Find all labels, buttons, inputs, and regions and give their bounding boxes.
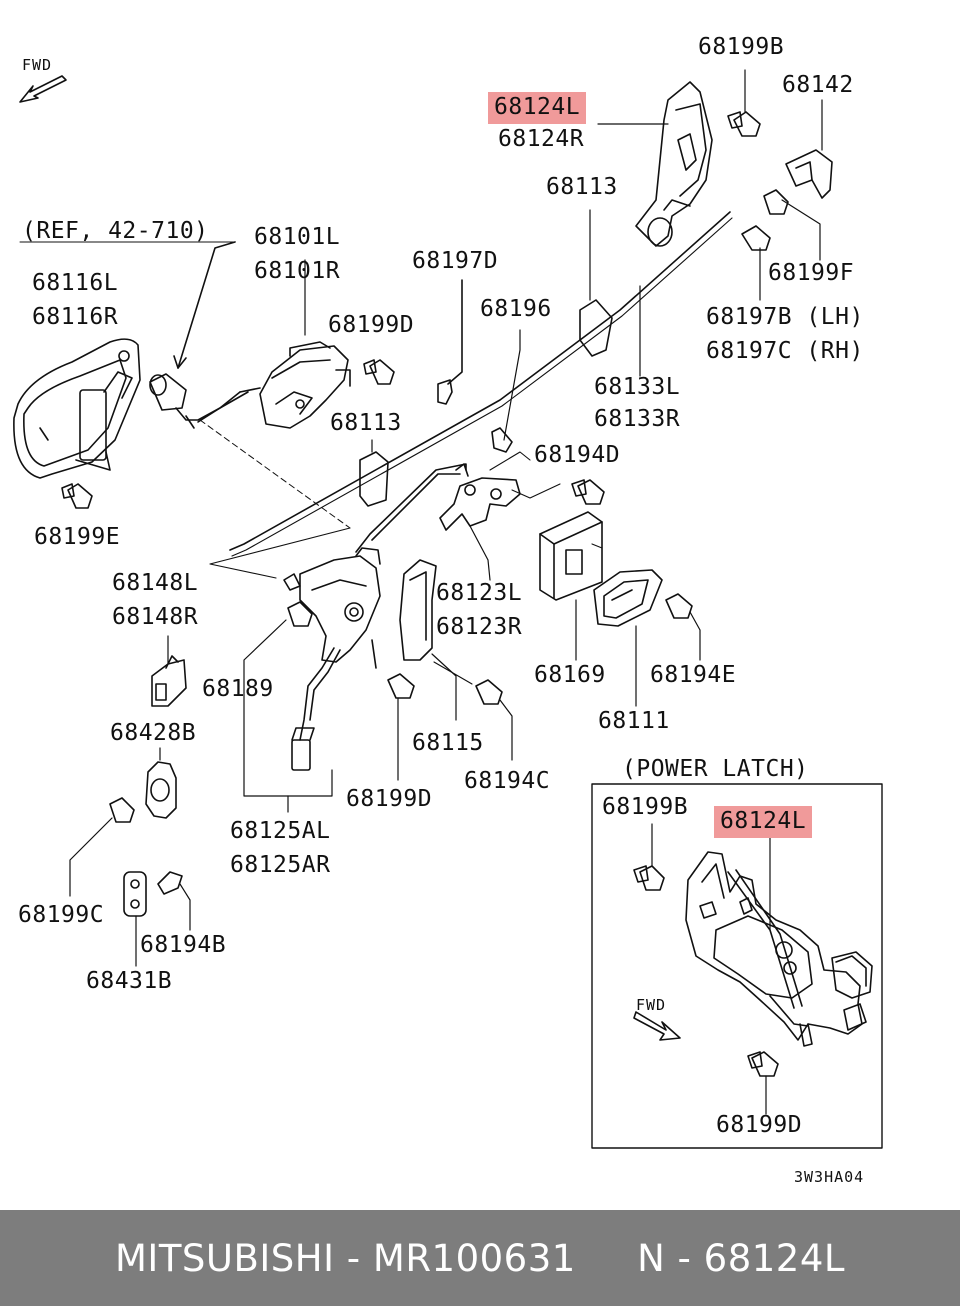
- bolt-68199B-top: [727, 69, 761, 137]
- parts-diagram: FWD 68199B 68142 68124L 68124R 68113 (RE…: [13, 34, 883, 1186]
- label-68197C: 68197C (RH): [706, 338, 864, 364]
- label-68199C: 68199C: [18, 902, 105, 928]
- handle-bracket-68101: [197, 341, 351, 429]
- switch-68148: [151, 635, 187, 707]
- label-68113-mid: 68113: [330, 410, 402, 436]
- bolt-68199C: [69, 797, 135, 897]
- label-68194E: 68194E: [650, 662, 737, 688]
- bracket-68115: [399, 559, 457, 721]
- label-68199B-top: 68199B: [698, 34, 785, 60]
- label-68194C: 68194C: [464, 768, 551, 794]
- label-68123L: 68123L: [436, 580, 523, 606]
- power-latch-68124L: [685, 851, 873, 1047]
- label-68142: 68142: [782, 72, 854, 98]
- diagram-code: 3W3HA04: [794, 1168, 865, 1186]
- bolt-68199B-inset: [633, 823, 665, 891]
- label-68194B: 68194B: [140, 932, 227, 958]
- part-number: MR100631: [372, 1236, 576, 1280]
- latch-body: [291, 547, 381, 771]
- bolt-68194D: [571, 479, 605, 505]
- cylinder-piece: [149, 373, 241, 429]
- label-68197D: 68197D: [412, 248, 499, 274]
- label-68125AL: 68125AL: [230, 818, 331, 844]
- bolt-68189: [243, 573, 333, 797]
- label-68148L: 68148L: [112, 570, 199, 596]
- label-68199D-b: 68199D: [346, 786, 433, 812]
- label-68125AR: 68125AR: [230, 852, 331, 878]
- label-68199E: 68199E: [34, 524, 121, 550]
- fwd-inset-label: FWD: [636, 996, 667, 1014]
- label-68116R: 68116R: [32, 304, 119, 330]
- ref-label: (REF, 42-710): [22, 218, 209, 244]
- striker-68142: [785, 99, 833, 199]
- label-68197B: 68197B (LH): [706, 304, 864, 330]
- bolt-68194C: [433, 661, 513, 761]
- footer-bar: MITSUBISHI - MR100631 N - 68124L: [0, 1210, 960, 1306]
- plate-68431B: [123, 871, 191, 967]
- escutcheon-68111: [591, 543, 663, 707]
- cover-68169: [539, 511, 603, 661]
- label-68169: 68169: [534, 662, 606, 688]
- label-68199D-inset: 68199D: [716, 1112, 803, 1138]
- outside-handle: [13, 338, 141, 479]
- label-68199D-a: 68199D: [328, 312, 415, 338]
- footer-caption: MITSUBISHI - MR100631 N - 68124L: [115, 1237, 845, 1280]
- inset-title: (POWER LATCH): [622, 756, 809, 782]
- inset-frame: [591, 783, 883, 1149]
- lever-68123: [439, 463, 521, 581]
- ref-part: 68124L: [703, 1236, 845, 1280]
- label-68194D: 68194D: [534, 442, 621, 468]
- brand: MITSUBISHI: [115, 1236, 335, 1280]
- label-68123R: 68123R: [436, 614, 523, 640]
- separator: -: [334, 1236, 373, 1280]
- label-68199B-inset: 68199B: [602, 794, 689, 820]
- bolt-68199D-a: [363, 359, 395, 385]
- clip-68113-mid: [359, 439, 389, 507]
- clip-68113-top: [579, 209, 613, 357]
- door-latch-68124-top: [635, 81, 713, 247]
- label-68196: 68196: [480, 296, 552, 322]
- label-68431B: 68431B: [86, 968, 173, 994]
- bolt-68199D-b: [387, 673, 415, 781]
- label-68116L: 68116L: [32, 270, 119, 296]
- fwd-arrow-inset-icon: [633, 1011, 681, 1041]
- bolt-68194E: [665, 593, 701, 661]
- fwd-label: FWD: [22, 56, 53, 74]
- label-68101L: 68101L: [254, 224, 341, 250]
- gap: [576, 1237, 637, 1280]
- label-68115: 68115: [412, 730, 484, 756]
- label-68133R: 68133R: [594, 406, 681, 432]
- label-68124R: 68124R: [498, 126, 585, 152]
- ref-prefix: N -: [637, 1236, 704, 1280]
- label-68199F: 68199F: [768, 260, 855, 286]
- bolt-68199F: [763, 189, 821, 261]
- fwd-arrow-icon: [19, 75, 67, 103]
- label-68111: 68111: [598, 708, 670, 734]
- clip-68197B: [741, 225, 771, 301]
- label-68148R: 68148R: [112, 604, 199, 630]
- label-68124L-highlight: 68124L: [488, 92, 587, 124]
- bolt-68199D-inset: [747, 1051, 779, 1115]
- bolt-68199E: [61, 483, 93, 509]
- label-68124L-inset-highlight: 68124L: [714, 806, 813, 838]
- clip-68197D: [437, 279, 463, 405]
- label-68101R: 68101R: [254, 258, 341, 284]
- rod-68133: [229, 211, 731, 551]
- diagram-drawing: [13, 69, 883, 1149]
- label-68189: 68189: [202, 676, 274, 702]
- label-68428B: 68428B: [110, 720, 197, 746]
- plate-68428B: [145, 747, 177, 819]
- label-68113-top: 68113: [546, 174, 618, 200]
- label-68133L: 68133L: [594, 374, 681, 400]
